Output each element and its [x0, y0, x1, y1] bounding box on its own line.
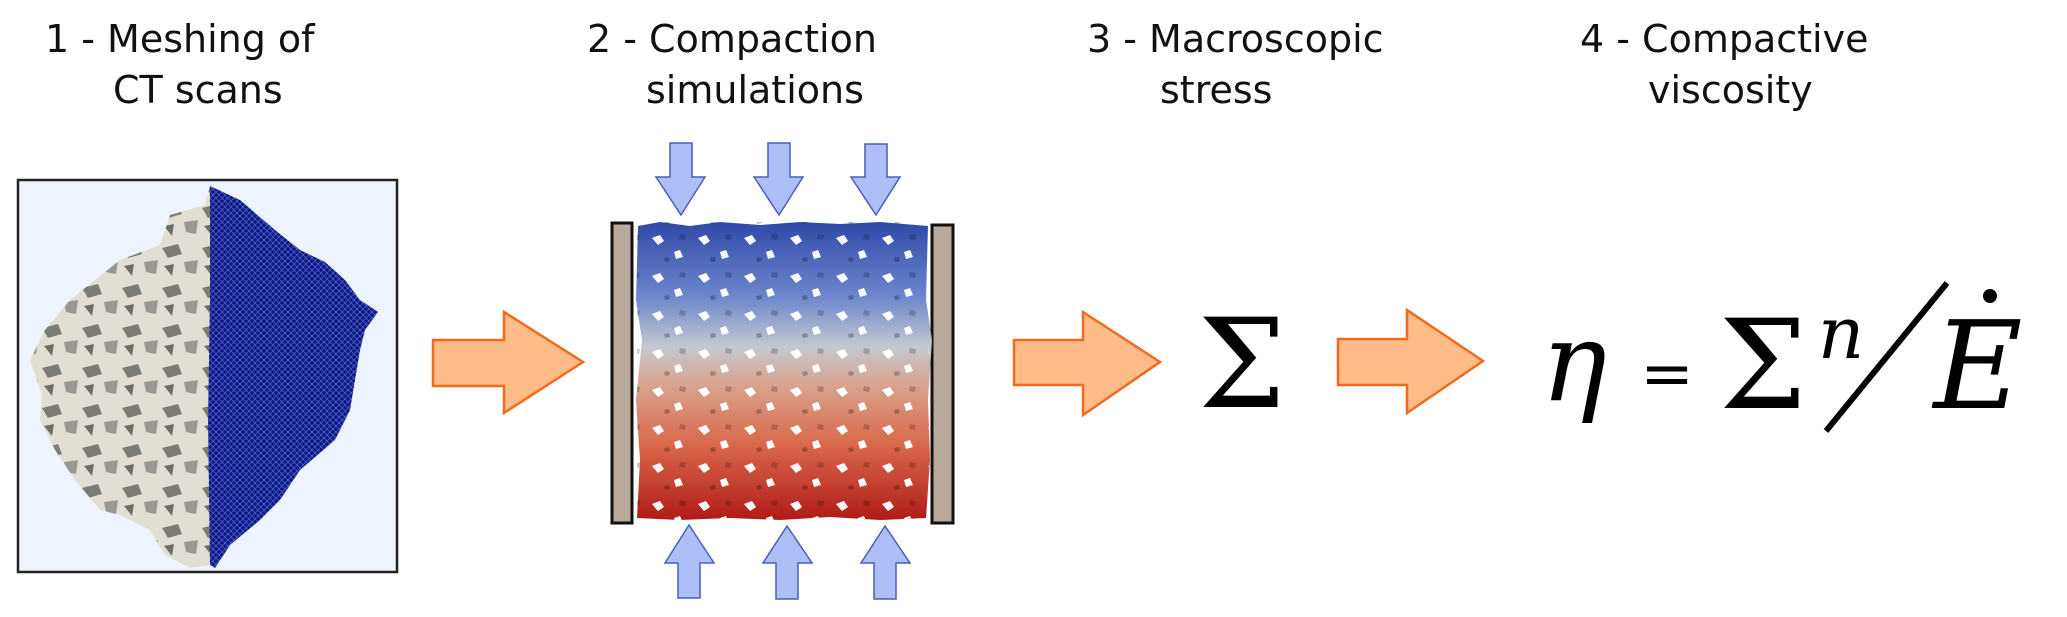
step-4-title-line2: viscosity: [1648, 68, 1813, 112]
up-arrow-icon: [859, 524, 912, 600]
step-4-title-line1: 4 - Compactive: [1580, 17, 1868, 61]
ct-grain-surface: [30, 186, 215, 568]
granular-texture: [637, 222, 929, 520]
up-arrow-icon: [761, 524, 814, 600]
sigma-symbol: Σ: [1719, 294, 1807, 438]
step-3-title-line2: stress: [1160, 68, 1272, 112]
down-arrow-icon: [752, 142, 805, 217]
step-2-title-line2: simulations: [646, 68, 864, 112]
viscosity-equation: η = Σ n E: [1541, 281, 2023, 438]
down-arrow-icon: [654, 142, 707, 217]
right-arrow-icon: [1336, 307, 1486, 416]
ct-mesh-surface: [208, 186, 378, 568]
top-load-arrows: [654, 142, 902, 217]
step-3-title-line1: 3 - Macroscopic: [1087, 17, 1384, 61]
step-4-title: 4 - Compactive viscosity: [1580, 17, 1868, 112]
eta-symbol: η: [1541, 298, 1607, 426]
bottom-load-arrows: [663, 523, 912, 600]
ct-scan-mesh-image: [16, 178, 399, 574]
time-derivative-dot: [1983, 289, 1997, 303]
step-1-title: 1 - Meshing of CT scans: [45, 17, 316, 112]
macroscopic-stress-symbol: Σ: [1198, 293, 1286, 437]
right-wall: [930, 223, 955, 525]
strain-rate-symbol: E: [1931, 295, 2022, 437]
compaction-simulation-image: [610, 142, 955, 600]
up-arrow-icon: [663, 523, 716, 599]
equals-sign: =: [1640, 337, 1694, 411]
step-1-title-line1: 1 - Meshing of: [45, 17, 316, 61]
step-2-title: 2 - Compaction simulations: [587, 17, 877, 112]
exponent-n: n: [1818, 291, 1864, 375]
right-arrow-icon: [1012, 309, 1163, 418]
fraction-slash: [1823, 281, 1950, 433]
step-1-title-line2: CT scans: [113, 68, 283, 112]
step-2-title-line1: 2 - Compaction: [587, 17, 877, 61]
right-arrow-icon: [431, 309, 586, 416]
step-3-title: 3 - Macroscopic stress: [1087, 17, 1384, 112]
down-arrow-icon: [849, 143, 902, 217]
left-wall: [610, 221, 634, 525]
